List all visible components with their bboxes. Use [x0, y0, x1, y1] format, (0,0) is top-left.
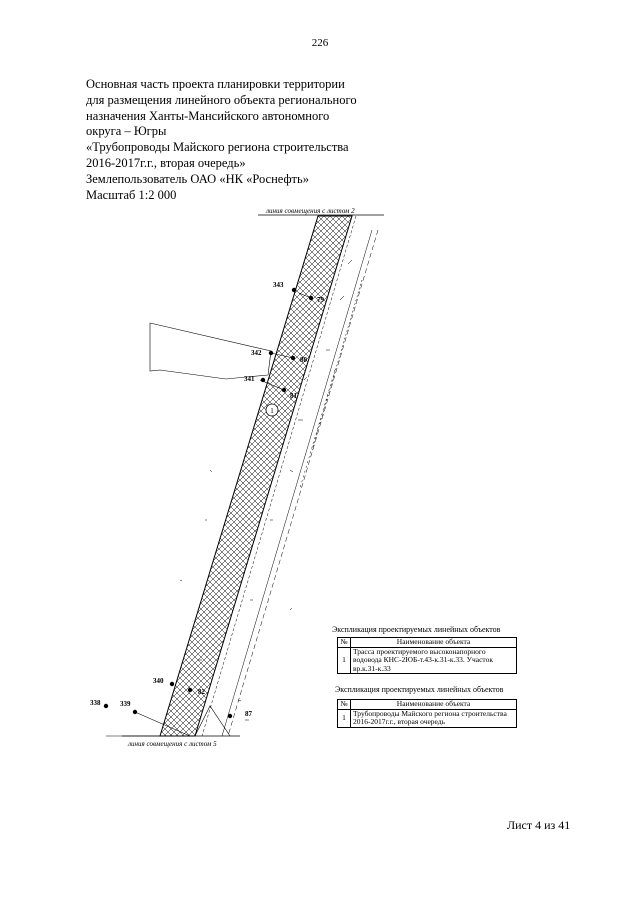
- explication-table-1: № Наименование объекта 1 Трасса проектир…: [337, 637, 517, 674]
- title-line: округа – Югры: [86, 124, 167, 139]
- point-339: [132, 709, 138, 715]
- label-341: 341: [244, 375, 255, 383]
- title-line: назначения Ханты-Мансийского автономного: [86, 108, 330, 123]
- point-80: [290, 355, 296, 361]
- table1-header-name: Наименование объекта: [350, 637, 517, 648]
- label-339: 339: [120, 700, 131, 708]
- survey-points: [103, 287, 314, 719]
- table2-row-num: 1: [337, 708, 351, 728]
- label-80: 80: [300, 356, 308, 364]
- table2-row-name: Трубопроводы Майского региона строительс…: [350, 708, 517, 728]
- label-87: 87: [245, 710, 253, 718]
- point-343: [291, 287, 297, 293]
- table1-row-name: Трасса проектируемого высоконапорного во…: [350, 646, 517, 674]
- hatched-corridor: [159, 215, 353, 737]
- existing-road-line: [299, 369, 336, 489]
- existing-road-line: [311, 279, 363, 451]
- point-338: [103, 703, 109, 709]
- point-87: [227, 713, 233, 719]
- table1-caption: Экспликация проектируемых линейных объек…: [332, 625, 501, 634]
- bottom-join-label: линия совмещения с листом 5: [127, 740, 217, 748]
- label-340: 340: [153, 677, 164, 685]
- point-79: [308, 295, 314, 301]
- label-79: 79: [317, 296, 325, 304]
- label-81: 81: [290, 392, 298, 400]
- point-82: [187, 687, 193, 693]
- table2-header-name: Наименование объекта: [350, 699, 517, 710]
- title-line: «Трубопроводы Майского региона строитель…: [86, 140, 349, 155]
- object-marker: [265, 403, 279, 417]
- page-number: 226: [311, 37, 329, 49]
- title-line: для размещения линейного объекта региона…: [86, 92, 357, 107]
- title-line: 2016-2017г.г., вторая очередь»: [86, 155, 246, 170]
- map-detail-marks: [179, 259, 353, 721]
- existing-road-line: [221, 229, 373, 737]
- point-342: [268, 350, 274, 356]
- point-341: [260, 377, 266, 383]
- label-82: 82: [198, 688, 206, 696]
- label-343: 343: [273, 281, 284, 289]
- title-line: Основная часть проекта планировки террит…: [86, 77, 345, 91]
- sheet-number: Лист 4 из 41: [507, 818, 571, 832]
- existing-road-line: [201, 215, 357, 737]
- top-join-label: линия совмещения с листом 2: [265, 207, 355, 215]
- title-line: Землепользователь ОАО «НК «Роснефть»: [86, 171, 309, 186]
- title-block: Основная часть проекта планировки террит…: [86, 77, 396, 203]
- table1-header-num: №: [337, 637, 351, 648]
- table2-header-num: №: [337, 699, 351, 710]
- point-81: [281, 387, 287, 393]
- label-338: 338: [90, 699, 101, 707]
- planning-map: линия совмещения с листом 2 линия совмещ…: [90, 207, 384, 748]
- table1-row-num: 1: [337, 646, 351, 674]
- title-line: Масштаб 1:2 000: [86, 187, 177, 202]
- object-marker-label: 1: [270, 407, 274, 415]
- label-342: 342: [251, 349, 262, 357]
- explication-table-2: № Наименование объекта 1 Трубопроводы Ма…: [337, 699, 517, 728]
- table2-caption: Экспликация проектируемых линейных объек…: [335, 685, 504, 694]
- point-340: [169, 681, 175, 687]
